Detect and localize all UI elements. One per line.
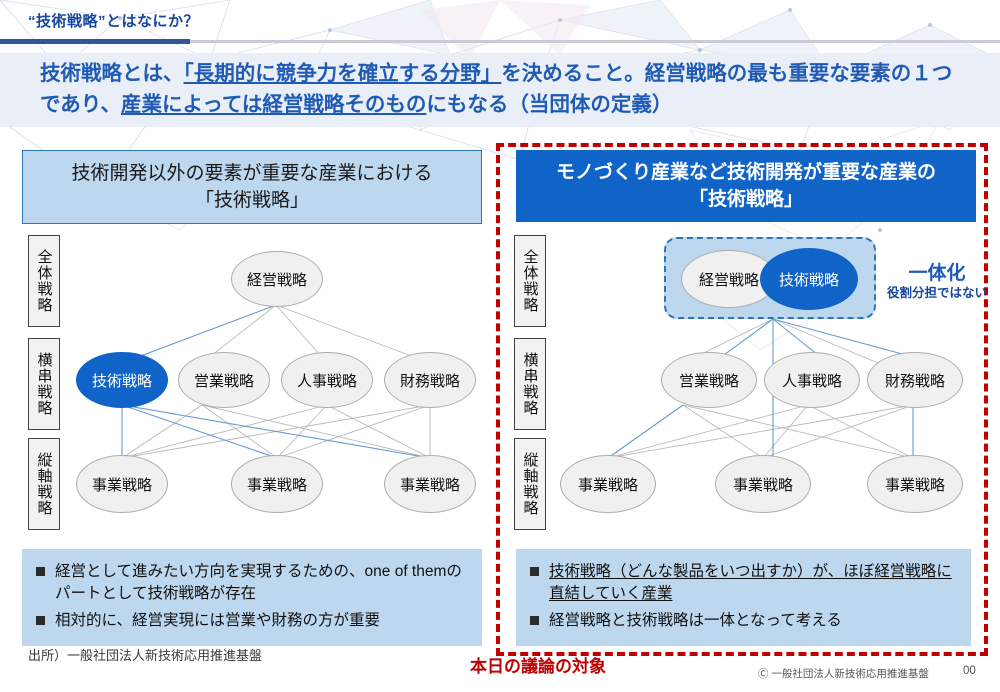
left-node-sales-strategy-label: 営業戦略 (193, 372, 254, 390)
page-title: “技術戦略”とはなにか？ (28, 13, 200, 30)
lead-underline-1: 「長期的に競争力を確立する分野」 (183, 62, 502, 85)
source-note: 出所）一般社団法人新技術応用推進基盤 (28, 648, 263, 663)
fusion-annotation-main: 一体化 (908, 263, 966, 284)
left-node-finance-strategy-label: 財務戦略 (399, 372, 460, 390)
right-node-business-strategy-3-label: 事業戦略 (884, 476, 945, 494)
lead-text-a: 技術戦略とは、 (40, 62, 184, 85)
list-item: 経営戦略と技術戦略は一体となって考える (526, 610, 959, 632)
right-strategy-diagram: 全体戦略 横串戦略 縦軸戦略 経営戦略 技術戦略 一体化 役割分担ではない 営業… (498, 233, 988, 533)
left-node-technology-strategy: 技術戦略 (76, 352, 168, 408)
right-node-finance-strategy: 財務戦略 (867, 352, 963, 408)
left-node-hr-strategy: 人事戦略 (281, 352, 373, 408)
right-node-business-strategy-3: 事業戦略 (867, 455, 963, 513)
left-node-business-strategy-3-label: 事業戦略 (399, 476, 460, 494)
lead-text-b: を決めること。経営戦略の最も重要 (501, 62, 830, 85)
right-panel-caption: モノづくり産業など技術開発が重要な産業の 「技術戦略」 (516, 150, 976, 222)
left-bullet-1-text: 経営として進みたい方向を実現するための、one of themのパートとして技術… (55, 563, 462, 602)
list-item: 経営として進みたい方向を実現するための、one of themのパートとして技術… (32, 561, 470, 605)
right-caption-line2: 「技術戦略」 (688, 189, 803, 210)
right-bullet-1: 技術戦略（どんな製品をいつ出すか）が、ほぼ経営戦略に直結していく産業 (549, 561, 959, 605)
lead-underline-2: 産業によっては経営戦略そのもの (120, 93, 427, 116)
right-node-hr-strategy: 人事戦略 (764, 352, 860, 408)
right-node-business-strategy-1: 事業戦略 (560, 455, 656, 513)
bullet-square-icon (530, 616, 539, 625)
page-number: 00 (963, 665, 976, 677)
left-caption-line1: 技術開発以外の要素が重要な産業における (71, 163, 433, 184)
left-diagram-connectors (121, 304, 431, 459)
left-row-label-cross-text: 横串戦略 (35, 352, 53, 416)
right-node-technology-strategy: 技術戦略 (760, 248, 858, 310)
right-node-business-strategy-1-label: 事業戦略 (577, 476, 638, 494)
left-row-label-vertical-text: 縦軸戦略 (35, 452, 53, 516)
header-accent-bar (0, 39, 190, 44)
right-node-hr-strategy-label: 人事戦略 (781, 372, 842, 390)
bullet-square-icon (36, 616, 45, 625)
left-bullet-box: 経営として進みたい方向を実現するための、one of themのパートとして技術… (22, 549, 482, 646)
left-strategy-diagram: 全体戦略 横串戦略 縦軸戦略 経営戦略 技術戦略 営業戦略 人事戦略 財務戦略 (22, 233, 490, 533)
lead-text-d: にもなる（当団体の定義） (426, 93, 673, 116)
right-bullet-box: 技術戦略（どんな製品をいつ出すか）が、ほぼ経営戦略に直結していく産業 経営戦略と… (516, 549, 971, 646)
right-node-technology-strategy-label: 技術戦略 (778, 271, 839, 289)
copyright-notice: Ⓒ 一般社団法人新技術応用推進基盤 (758, 668, 929, 680)
left-row-label-vertical: 縦軸戦略 (28, 438, 60, 530)
right-bullet-1-text: 技術戦略（どんな製品をいつ出すか）が、ほぼ経営戦略に直結していく産業 (549, 563, 952, 602)
right-node-sales-strategy: 営業戦略 (661, 352, 757, 408)
right-bullet-2-text: 経営戦略と技術戦略は一体となって考える (549, 612, 842, 629)
left-node-hr-strategy-label: 人事戦略 (296, 372, 357, 390)
fusion-annotation-sub: 役割分担ではない (886, 286, 987, 300)
today-discussion-target-label: 本日の議論の対象 (470, 657, 606, 676)
left-node-technology-strategy-label: 技術戦略 (91, 372, 152, 390)
list-item: 相対的に、経営実現には営業や財務の方が重要 (32, 610, 470, 632)
right-node-finance-strategy-label: 財務戦略 (884, 372, 945, 390)
left-node-finance-strategy: 財務戦略 (384, 352, 476, 408)
right-node-sales-strategy-label: 営業戦略 (678, 372, 739, 390)
right-row-label-vertical-text: 縦軸戦略 (521, 452, 539, 516)
right-row-label-cross-text: 横串戦略 (521, 352, 539, 416)
left-row-label-overall-text: 全体戦略 (35, 249, 53, 313)
right-row-label-cross: 横串戦略 (514, 338, 546, 430)
right-node-business-strategy-2-label: 事業戦略 (732, 476, 793, 494)
right-row-label-overall-text: 全体戦略 (521, 249, 539, 313)
left-node-corporate-strategy: 経営戦略 (231, 251, 323, 307)
left-row-label-cross: 横串戦略 (28, 338, 60, 430)
bullet-square-icon (530, 567, 539, 576)
right-node-business-strategy-2: 事業戦略 (715, 455, 811, 513)
left-panel: 技術開発以外の要素が重要な産業における 「技術戦略」 (22, 145, 490, 640)
bullet-square-icon (36, 567, 45, 576)
left-node-business-strategy-1-label: 事業戦略 (91, 476, 152, 494)
left-node-business-strategy-1: 事業戦略 (76, 455, 168, 513)
right-row-label-overall: 全体戦略 (514, 235, 546, 327)
left-node-business-strategy-2-label: 事業戦略 (246, 476, 307, 494)
right-caption-line1: モノづくり産業など技術開発が重要な産業の (555, 162, 936, 183)
fusion-annotation: 一体化 役割分担ではない (883, 263, 991, 301)
left-node-business-strategy-3: 事業戦略 (384, 455, 476, 513)
left-node-sales-strategy: 営業戦略 (178, 352, 270, 408)
right-row-label-vertical: 縦軸戦略 (514, 438, 546, 530)
left-node-business-strategy-2: 事業戦略 (231, 455, 323, 513)
right-panel: モノづくり産業など技術開発が重要な産業の 「技術戦略」 (498, 145, 988, 640)
left-panel-caption: 技術開発以外の要素が重要な産業における 「技術戦略」 (22, 150, 482, 224)
lead-statement: 技術戦略とは、「長期的に競争力を確立する分野」を決めること。経営戦略の最も重要な… (40, 58, 970, 120)
left-node-corporate-strategy-label: 経営戦略 (246, 271, 307, 289)
right-node-corporate-strategy-label: 経営戦略 (698, 271, 759, 289)
list-item: 技術戦略（どんな製品をいつ出すか）が、ほぼ経営戦略に直結していく産業 (526, 561, 959, 605)
left-row-label-overall: 全体戦略 (28, 235, 60, 327)
left-caption-line2: 「技術戦略」 (194, 190, 309, 211)
left-bullet-2-text: 相対的に、経営実現には営業や財務の方が重要 (55, 612, 381, 629)
